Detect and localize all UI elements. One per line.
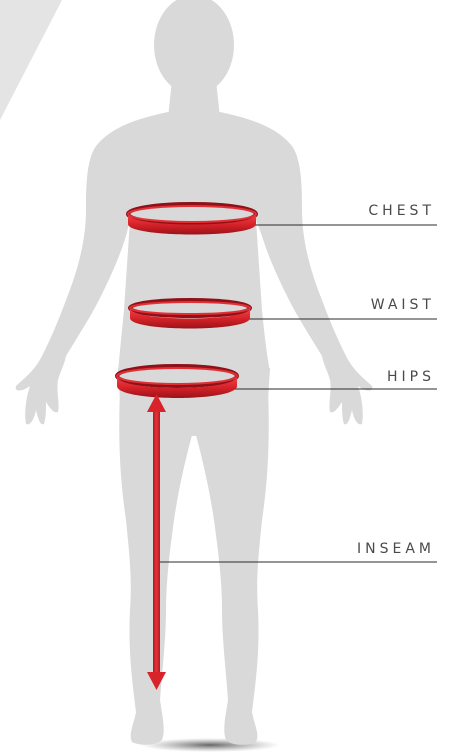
chest-label: CHEST bbox=[368, 203, 435, 219]
hips-label: HIPS bbox=[387, 369, 435, 385]
corner-decoration bbox=[0, 0, 62, 120]
inseam-label: INSEAM bbox=[357, 541, 435, 557]
body-silhouette bbox=[16, 0, 373, 745]
waist-label: WAIST bbox=[371, 297, 435, 313]
